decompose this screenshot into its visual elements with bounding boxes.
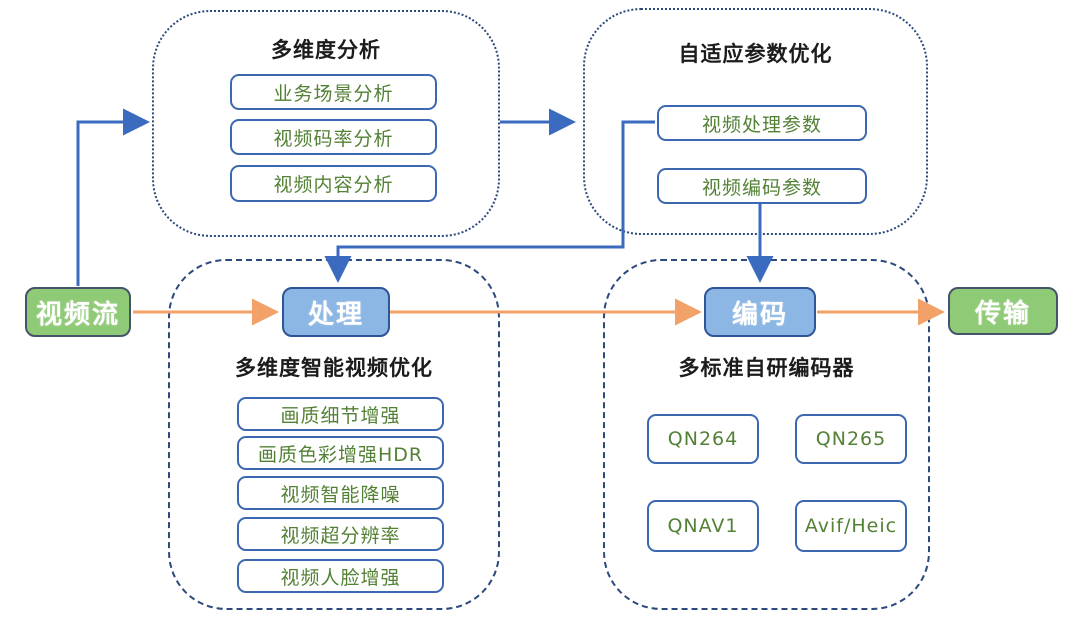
node-encode: 编码 (704, 287, 816, 337)
chip-qn264: QN264 (647, 414, 759, 464)
chip-video-encoding-params: 视频编码参数 (657, 168, 867, 204)
group-multidim-analysis: 多维度分析 业务场景分析 视频码率分析 视频内容分析 (152, 10, 500, 237)
chip-video-bitrate-analysis: 视频码率分析 (230, 119, 437, 155)
chip-super-resolution: 视频超分辨率 (237, 517, 444, 551)
chip-video-content-analysis: 视频内容分析 (230, 165, 437, 202)
chip-avif-heic: Avif/Heic (795, 500, 907, 552)
chip-detail-enhance: 画质细节增强 (237, 397, 444, 431)
chip-smart-denoise: 视频智能降噪 (237, 476, 444, 510)
group-adaptive-params-title: 自适应参数优化 (678, 42, 833, 66)
chip-video-processing-params: 视频处理参数 (657, 105, 867, 141)
group-smart-video-optimization-title: 多维度智能视频优化 (235, 356, 433, 380)
group-adaptive-params: 自适应参数优化 视频处理参数 视频编码参数 (583, 8, 928, 235)
group-codec-suite-title: 多标准自研编码器 (678, 356, 855, 380)
arrow-stream-to-analysis (76, 108, 150, 286)
chip-qnav1: QNAV1 (647, 500, 759, 552)
chip-qn265: QN265 (795, 414, 907, 464)
group-multidim-analysis-title: 多维度分析 (271, 38, 381, 62)
chip-color-enhance-hdr: 画质色彩增强HDR (237, 436, 444, 470)
node-transmit: 传输 (948, 287, 1058, 335)
node-video-stream: 视频流 (25, 287, 131, 337)
node-process: 处理 (282, 287, 390, 337)
group-codec-suite: 多标准自研编码器 QN264 QN265 QNAV1 Avif/Heic (603, 259, 930, 610)
group-smart-video-optimization: 多维度智能视频优化 画质细节增强 画质色彩增强HDR 视频智能降噪 视频超分辨率… (168, 259, 500, 610)
chip-face-enhance: 视频人脸增强 (237, 559, 444, 593)
chip-business-scene-analysis: 业务场景分析 (230, 74, 437, 110)
